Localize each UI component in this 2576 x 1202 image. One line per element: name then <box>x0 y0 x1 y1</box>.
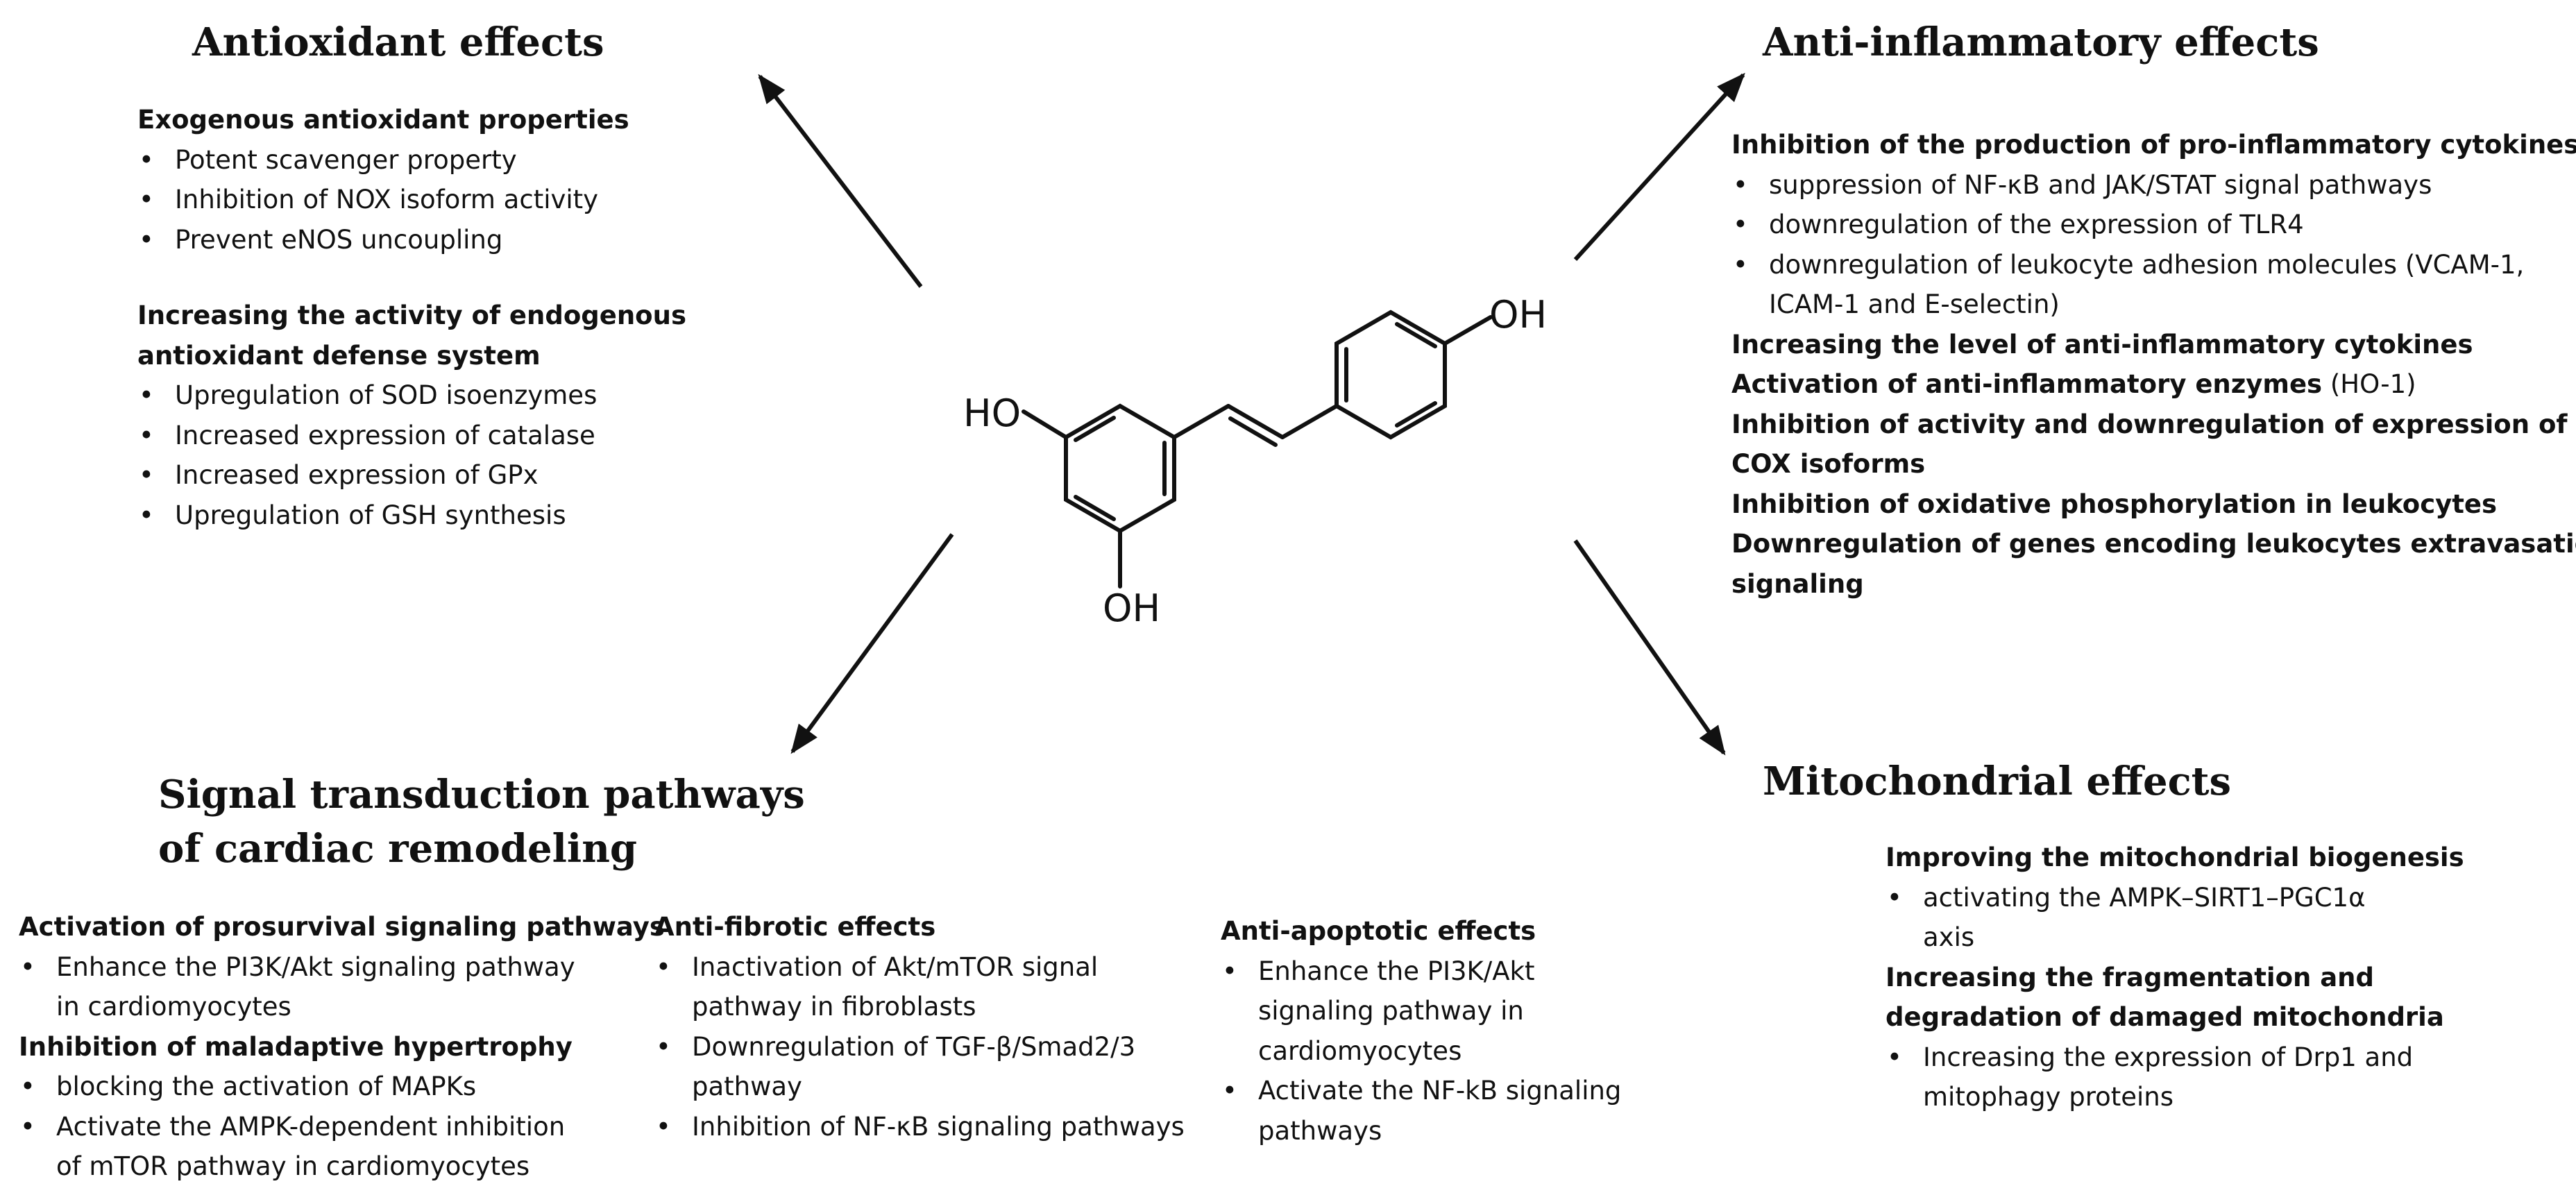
fragmentation-title-line1: Increasing the fragmentation and <box>1886 962 2375 992</box>
biogenesis-list: activating the AMPK–SIRT1–PGC1α axis <box>1886 878 2566 958</box>
list-item-line: Inactivation of Akt/mTOR signal <box>692 951 1099 982</box>
cox-line1: Inhibition of activity and downregulatio… <box>1731 409 2568 439</box>
exogenous-antioxidant-title: Exogenous antioxidant properties <box>137 105 629 135</box>
prosurvival-list: Enhance the PI3K/Akt signaling pathway i… <box>19 947 643 1027</box>
mitochondrial-section: Improving the mitochondrial biogenesis a… <box>1886 838 2566 1117</box>
anti-inflammatory-cytokines-line: Increasing the level of anti-inflammator… <box>1731 329 2473 359</box>
antioxidant-section: Exogenous antioxidant properties Potent … <box>137 100 831 535</box>
anti-inflammatory-title: Anti-inflammatory effects <box>1763 19 2319 65</box>
anti-inflammatory-enzymes-line: Activation of anti-inflammatory enzymes … <box>1731 364 2571 405</box>
ho-label-left: HO <box>963 391 1021 435</box>
extravasation-line1: Downregulation of genes encoding leukocy… <box>1731 529 2576 559</box>
list-item-line: Activate the AMPK-dependent inhibition <box>56 1111 566 1142</box>
anti-apoptotic-list: Enhance the PI3K/Akt signaling pathway i… <box>1221 951 1706 1151</box>
anti-fibrotic-section: Anti-fibrotic effects Inactivation of Ak… <box>654 907 1223 1146</box>
list-item: Downregulation of TGF-β/Smad2/3 pathway <box>654 1027 1223 1107</box>
anti-fibrotic-list: Inactivation of Akt/mTOR signal pathway … <box>654 947 1223 1147</box>
list-item: Increasing the expression of Drp1 and mi… <box>1886 1038 2566 1117</box>
list-item-line: Downregulation of TGF-β/Smad2/3 <box>692 1031 1136 1062</box>
pro-inflammatory-cytokines-title: Inhibition of the production of pro-infl… <box>1731 130 2576 160</box>
cox-line2: COX isoforms <box>1731 449 1926 479</box>
list-item: Increased expression of catalase <box>137 416 831 456</box>
list-item: Inhibition of NOX isoform activity <box>137 180 831 220</box>
prosurvival-title: Activation of prosurvival signaling path… <box>19 912 665 942</box>
signal-title-line2: of cardiac remodeling <box>158 826 638 872</box>
anti-inflammatory-section: Inhibition of the production of pro-infl… <box>1731 125 2576 604</box>
list-item-line: in cardiomyocytes <box>56 992 291 1022</box>
list-item-line: activating the AMPK–SIRT1–PGC1α <box>1923 882 2366 913</box>
anti-fibrotic-title: Anti-fibrotic effects <box>654 912 936 942</box>
pro-inflammatory-list: suppression of NF-κB and JAK/STAT signal… <box>1731 165 2571 325</box>
list-item-line: pathway in fibroblasts <box>692 992 976 1022</box>
list-item-line: Enhance the PI3K/Akt signaling pathway <box>56 951 575 982</box>
endogenous-defense-title-line1: Increasing the activity of endogenous <box>137 300 686 330</box>
enzymes-text: Activation of anti-inflammatory enzymes <box>1731 369 2323 399</box>
list-item-line: mitophagy proteins <box>1923 1082 2174 1112</box>
list-item: Increased expression of GPx <box>137 455 831 496</box>
list-item: suppression of NF-κB and JAK/STAT signal… <box>1731 165 2571 205</box>
list-item-line: Increasing the expression of Drp1 and <box>1923 1042 2414 1072</box>
fragmentation-title-line2: degradation of damaged mitochondria <box>1886 1002 2444 1032</box>
extravasation-line2: signaling <box>1731 568 1864 599</box>
list-item: Enhance the PI3K/Akt signaling pathway i… <box>1221 951 1706 1072</box>
list-item: downregulation of the expression of TLR4 <box>1731 205 2571 245</box>
exogenous-antioxidant-list: Potent scavenger property Inhibition of … <box>137 140 831 260</box>
list-item: blocking the activation of MAPKs <box>19 1067 643 1107</box>
hypertrophy-title: Inhibition of maladaptive hypertrophy <box>19 1031 573 1062</box>
oh-label-bottom: OH <box>1103 586 1160 630</box>
list-item: downregulation of leukocyte adhesion mol… <box>1731 245 2571 325</box>
arrow-to-antioxidant <box>758 74 923 288</box>
list-item: Inactivation of Akt/mTOR signal pathway … <box>654 947 1223 1027</box>
arrow-to-anti-inflammatory <box>1573 72 1745 262</box>
oxidative-phosphorylation-line: Inhibition of oxidative phosphorylation … <box>1731 489 2498 519</box>
signal-transduction-title: Signal transduction pathways of cardiac … <box>158 768 805 876</box>
mitochondrial-title: Mitochondrial effects <box>1763 759 2232 804</box>
list-item: Inhibition of NF-κB signaling pathways <box>654 1107 1223 1147</box>
list-item-line: Enhance the PI3K/Akt <box>1258 956 1535 986</box>
list-item-line: signaling pathway in <box>1258 996 1524 1026</box>
list-item-line: downregulation of leukocyte adhesion mol… <box>1769 249 2525 280</box>
biogenesis-title: Improving the mitochondrial biogenesis <box>1886 843 2464 872</box>
arrow-to-signal-transduction <box>790 533 954 754</box>
anti-apoptotic-section: Anti-apoptotic effects Enhance the PI3K/… <box>1221 911 1706 1151</box>
list-item-line: pathways <box>1258 1115 1382 1146</box>
list-item: Upregulation of SOD isoenzymes <box>137 375 831 416</box>
fragmentation-list: Increasing the expression of Drp1 and mi… <box>1886 1038 2566 1117</box>
list-item-line: ICAM-1 and E-selectin) <box>1769 289 2060 319</box>
list-item: Activate the NF-kB signaling pathways <box>1221 1071 1706 1151</box>
list-item: Enhance the PI3K/Akt signaling pathway i… <box>19 947 643 1027</box>
list-item-line: Activate the NF-kB signaling <box>1258 1076 1622 1106</box>
list-item: Prevent eNOS uncoupling <box>137 220 831 260</box>
oh-label-top: OH <box>1489 293 1547 337</box>
list-item: Activate the AMPK-dependent inhibition o… <box>19 1107 643 1187</box>
list-item-line: axis <box>1923 922 1975 952</box>
signal-title-line1: Signal transduction pathways <box>158 772 805 818</box>
list-item-line: of mTOR pathway in cardiomyocytes <box>56 1151 530 1181</box>
enzymes-suffix: (HO-1) <box>2322 369 2416 399</box>
endogenous-defense-list: Upregulation of SOD isoenzymes Increased… <box>137 375 831 535</box>
list-item-line: cardiomyocytes <box>1258 1035 1462 1066</box>
arrow-to-mitochondrial <box>1573 539 1726 756</box>
hypertrophy-list: blocking the activation of MAPKs Activat… <box>19 1067 643 1187</box>
endogenous-defense-title-line2: antioxidant defense system <box>137 340 541 371</box>
prosurvival-hypertrophy-section: Activation of prosurvival signaling path… <box>19 907 665 1187</box>
antioxidant-title: Antioxidant effects <box>192 19 604 65</box>
list-item: Potent scavenger property <box>137 140 831 180</box>
list-item: activating the AMPK–SIRT1–PGC1α axis <box>1886 878 2566 958</box>
list-item: Upregulation of GSH synthesis <box>137 496 831 536</box>
list-item-line: pathway <box>692 1072 802 1101</box>
anti-apoptotic-title: Anti-apoptotic effects <box>1221 916 1536 946</box>
